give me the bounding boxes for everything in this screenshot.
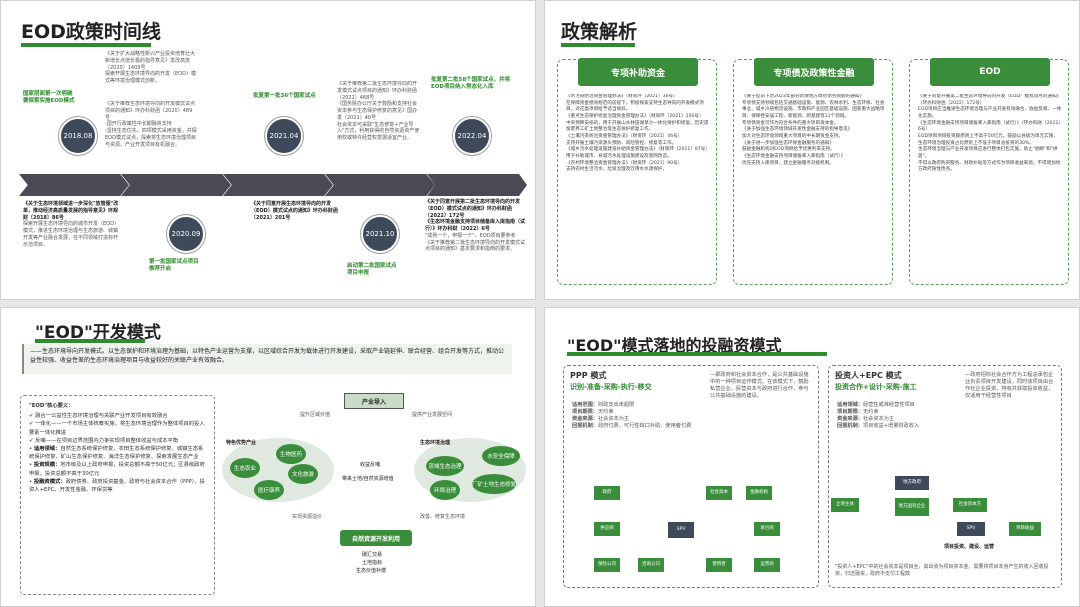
epc-node: SPV [957,522,985,536]
year-marker: 2018.08 [59,117,97,155]
title-underline [35,339,145,343]
core-detail: • 投融资模式：政府债券、政府投资基金、政府与社会资本合作（PPP）、投资人+E… [29,478,205,494]
ppp-node: 政府 [594,486,620,500]
policy-column: EOD 《关于同意开展第二批生态环境导向的开发（EOD）模式试点的通知》（环办科… [909,58,1069,285]
policy-column: 专项补助资金 《水污染防治资金管理办法》（财资环〔2021〕36号） 在保障资金… [557,58,717,285]
timeline-arrow-1 [19,174,129,196]
ppp-subheading: 识别-准备-采购-执行-移交 [570,383,652,391]
epc-node: 项目投资、建设、运营 [943,544,994,550]
timeline-item: 《关于同意开展生态环境导向的开发（EOD）模式试点的通知》环办科财函〔2021〕… [251,201,338,221]
ppp-node: SPV [668,522,694,538]
industry-node: 文化旅游 [288,464,318,484]
eod-core-box: "EOD"核心要义： ✔ 融合一公益性生态环境治理与关联产业开发项目有效融合 ✔… [20,395,215,595]
epc-node: 地方政府 [895,476,929,490]
column-header: EOD [930,58,1050,86]
page-title: EOD政策时间线 [21,21,161,43]
section-title: "EOD"模式落地的投融资模式 [567,336,782,355]
year-marker: 2022.04 [453,117,491,155]
resource-box: 自然资源开发利用 [340,530,412,546]
ppp-node: 供应商 [594,522,620,536]
arrow-label: 提升区域价值 [300,412,331,418]
timeline-item: 批复第一批36个国家试点 [253,93,316,99]
epc-subheading: 投资合作+设计-采购-施工 [835,383,917,391]
ppp-node: 金融机构 [746,486,772,500]
timeline-arrow-3 [223,174,333,196]
ppp-box: PPP 模式 识别-准备-采购-执行-移交 适用范围：财政支出未超限 项目期限：… [563,365,819,588]
title-underline [21,43,151,47]
timeline-item: 《关于推荐第二批生态环境导向的开发模式试点项目的通知》环办科财函〔2021〕46… [337,81,420,141]
epc-heading: 投资人+EPC 模式 [835,371,902,380]
ecology-node: 水安全保障 [482,446,520,466]
section-title: "EOD"开发模式 [35,323,161,343]
epc-box: 投资人+EPC 模式 投资合作+设计-采购-施工 适用领域：经营性或准经营性项目… [828,365,1062,588]
column-text: 《关于提前下达2023年部分新增地方政府债务限额的通知》 专项债支持领域包括交通… [742,94,885,166]
epc-node: 社会资本方 [953,498,987,512]
epc-node: 立项主体 [831,498,859,512]
timeline-arrow-5 [427,174,527,196]
ppp-node: 运营商 [754,558,780,572]
ecology-node: 流域生态治理 [426,456,464,476]
epc-description: —政府招标社会合作方为工程总承包企业负责项目开发建设，同时该项目由合作社企业投资… [965,372,1054,400]
core-heading: "EOD"核心要义： [29,403,74,409]
timeline-item: 启动第二批国家试点 项目申报 [347,263,397,277]
arrow-label: 提供产业发展空间 [412,412,453,418]
arrow-label: 实现资源溢价 [292,514,323,520]
timeline-item: 国家层面第一次明确 要探索实施EOD模式 [23,91,75,105]
cluster-label-left: 特色优势产业 [226,440,257,446]
year-marker: 2020.09 [167,215,205,253]
industry-in-box: 产业导入 [344,393,404,409]
core-item: ✔ 融合一公益性生态环境治理与关联产业开发项目有效融合 [29,413,168,420]
timeline-arrow-2 [121,174,231,196]
cluster-label-right: 生态环境治理 [420,440,451,446]
center-mid-label: 带来土地/自然资源增值 [342,476,394,482]
center-top-label: 收益反哺 [360,462,381,468]
resource-item: 土地指标 [362,560,383,566]
column-header: 专项债及政策性金融 [754,58,874,86]
arrow-label: 改善、修复生态环境 [420,514,466,520]
title-underline [561,43,635,47]
year-marker: 2021.04 [265,117,303,155]
ppp-node: 保险公司 [594,558,620,572]
timeline-item: 《关于同意开展第二批生态环境导向的开发（EOD）模式试点的通知》环办科财函〔20… [425,199,526,253]
timeline-item: 第一批国家试点项目 推荐开启 [149,259,199,273]
epc-node: 项目收益 [1009,522,1041,536]
resource-item: 碳汇交易 [362,552,383,558]
core-detail: • 适用领域：自然生态系统保护修复、农田生态系统保护修复、城镇生态系统保护修复、… [29,446,204,461]
industry-node: 生态农业 [230,458,260,478]
column-text: 《关于同意开展第二批生态环境导向的开发（EOD）模式试点的通知》（环办科财函〔2… [918,94,1062,173]
eod-intro: ——生态环境导向开发模式。以生态保护和环境治理为基础，以特色产业运营为支撑，以区… [22,344,512,374]
ecology-node: 厂矿土地生态修复 [472,474,516,494]
epc-node: 地方国有企业 [895,498,929,516]
epc-footer: "投资人+EPC"中的社会资本是项目全，其出资为项目资本金，需要将项目本身产生的… [835,564,1049,577]
core-item: ✔ 一体化——一个市场主体统筹实施，将生态环境治理作为整体项目的投入要素一体化推… [29,421,205,436]
ppp-node: 承包商 [754,522,780,536]
column-text: 《水污染防治资金管理办法》（财资环〔2021〕36号） 在保障资金绩效规范的前提… [566,94,710,173]
ppp-node: 使用者 [706,558,732,572]
title-underline [567,352,827,356]
timeline-item: 批复第二批58个国家试点，并将EOD项目纳入常态化入库 [431,77,511,91]
ppp-node: 社会资本 [706,486,732,500]
ppp-heading: PPP 模式 [570,371,607,380]
timeline-item: 《关于推荐生态环境导向的开发模式试点项目的通知》环办科财函〔2020〕489号 … [105,101,197,148]
ppp-node: 咨询公司 [638,558,664,572]
ppp-description: —即政府和社会资本合作，是公共基础设施中的一种项目运作模式。在该模式下，鼓励私营… [710,372,809,400]
ppp-details: 适用范围：财政支出未超限 项目期限：无约束 资金来源：社会资本为主 回报机制：政… [572,402,692,430]
year-marker: 2021.10 [361,215,399,253]
timeline-arrow-4 [325,174,435,196]
section-title: 政策解析 [561,21,638,43]
timeline-item: 《关于生态环境领域进一步深化"放管服"改革，推动经济高质量发展的指导意见》环规财… [23,201,119,248]
industry-node: 生物医药 [276,444,306,464]
policy-column: 专项债及政策性金融 《关于提前下达2023年部分新增地方政府债务限额的通知》 专… [733,58,893,285]
timeline-item: 《关于扩大战略性新兴产业投资培育壮大新增长点增长极的指导意见》发改高技〔2020… [105,51,196,84]
core-detail: • 投资规模：地市级及以上政府申报，投资总额不高于50亿元；区县级政府申报，投资… [29,462,205,477]
core-item: ✔ 反哺——在项目边界范围内力争实现项目整体收益与成本平衡 [29,437,179,444]
resource-item: 生态价值补偿 [356,568,387,574]
financing-panel: "EOD"模式落地的投融资模式 [544,307,1080,607]
industry-node: 医疗康养 [254,480,284,500]
column-header: 专项补助资金 [578,58,698,86]
epc-details: 适用领域：经营性或准经营性项目 项目期限：无约束 资金来源：社会资本为主 回报机… [837,402,920,430]
ecology-node: 环境治理 [430,480,460,500]
policy-panel: 政策解析 专项补助资金 《水污染防治资金管理办法》（财资环〔2021〕36号） … [544,0,1080,300]
timeline-panel: EOD政策时间线 2018.08 2020.09 2021.04 2021.10… [0,0,536,300]
